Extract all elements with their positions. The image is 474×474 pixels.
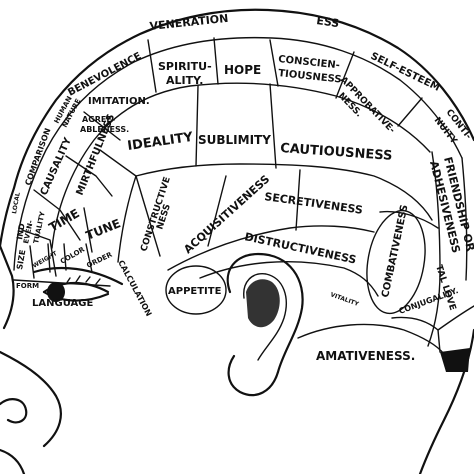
rear-boundary-2 [461, 157, 468, 281]
divider [213, 37, 219, 85]
divider [83, 207, 93, 253]
label-hope: HOPE [224, 63, 261, 77]
label-spirituality-2: ALITY. [166, 74, 203, 87]
label-imitation: IMITATION. [88, 96, 150, 107]
cheek-line [0, 350, 62, 448]
label-combativeness: COMBATIVENESS [380, 204, 410, 299]
rear-boundary [427, 151, 441, 347]
label-size: SIZE [15, 249, 27, 270]
amativeness-boundary [297, 323, 445, 355]
chin-line [0, 448, 26, 474]
divider [269, 39, 279, 87]
label-veneration-tail: ESS [316, 14, 341, 30]
ear-inner [243, 273, 287, 361]
divider [147, 39, 157, 93]
label-destructiveness: DISTRUCTIVENESS [243, 230, 357, 266]
eyelashes [65, 275, 101, 285]
eye-pupil [47, 282, 65, 302]
divider [47, 243, 51, 273]
label-secretiveness: SECRETIVENESS [264, 190, 364, 217]
parental-boundary [437, 305, 474, 331]
divider [65, 155, 113, 197]
temporal-boundary [167, 225, 375, 271]
label-self-esteem: SELF-ESTEEM [369, 51, 442, 94]
inner-band-boundary [117, 163, 433, 263]
label-veneration: VENERATION [149, 12, 229, 33]
divider [99, 149, 137, 177]
outer-band-boundary [13, 36, 463, 271]
label-time: TIME [47, 206, 82, 235]
divider [33, 189, 81, 241]
label-vitality: VITALITY [329, 291, 360, 308]
label-form: FORM [16, 282, 39, 290]
divider [83, 111, 121, 141]
cerebellum-shaded-patch [440, 348, 470, 372]
divider [195, 85, 199, 167]
label-language: LANGUAGE [32, 298, 93, 309]
eyebrow [32, 266, 124, 286]
divider [295, 169, 301, 231]
divider [135, 175, 161, 257]
label-agreeableness-1: AGREE- [82, 115, 115, 124]
ear-canal-shading [246, 279, 280, 328]
label-eventuality-2: TUALITY [32, 210, 47, 244]
divider [269, 83, 277, 169]
label-order: ORDER [85, 250, 114, 269]
ear-outline [226, 252, 304, 397]
divider [335, 51, 355, 99]
divider [21, 229, 57, 277]
label-calculation: CALCULATION [116, 259, 153, 318]
divider [379, 210, 439, 229]
head-outline [0, 8, 474, 248]
label-ideality: IDEALITY [126, 130, 194, 154]
label-individuality: IND [15, 222, 27, 240]
divider [397, 97, 423, 127]
label-agreeableness-2: ABLENESS. [80, 125, 129, 134]
label-color: COLOR [59, 245, 87, 266]
label-sublimity: SUBLIMITY [198, 133, 271, 147]
divider [63, 243, 67, 271]
combativeness-oval [366, 209, 426, 315]
divider [85, 243, 93, 273]
divider [207, 175, 227, 247]
face-profile [0, 244, 15, 330]
label-amativeness: AMATIVENESS. [316, 349, 415, 363]
label-cautiousness: CAUTIOUSNESS [280, 141, 393, 164]
label-spirituality-1: SPIRITU- [158, 60, 212, 73]
appetite-oval [165, 265, 227, 315]
label-locality: LOCAL [11, 192, 22, 215]
label-tune: TUNE [84, 216, 123, 243]
middle-band-boundary [51, 82, 431, 249]
label-appetite: APPETITE [168, 286, 222, 297]
nostril [0, 398, 28, 424]
